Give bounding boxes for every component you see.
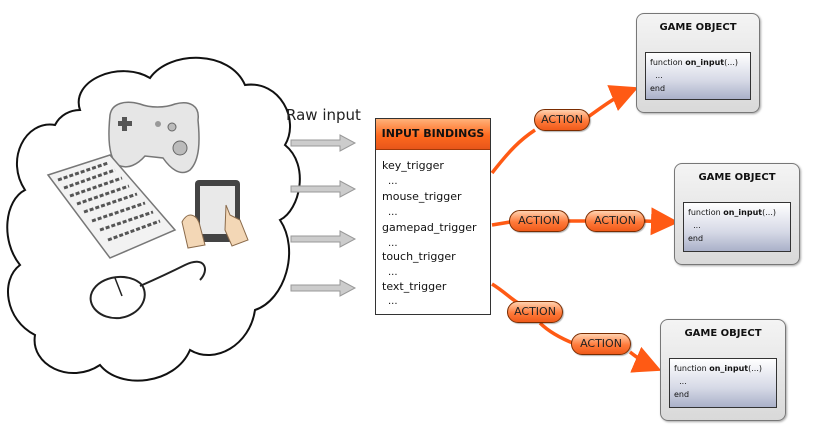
code-end: end bbox=[650, 84, 666, 93]
gamepad-icon bbox=[108, 101, 200, 174]
code-keyword: function bbox=[688, 208, 724, 217]
code-body: ... bbox=[655, 71, 663, 80]
raw-input-label: Raw input bbox=[286, 106, 361, 124]
trigger-ellipsis: ... bbox=[388, 238, 398, 249]
tablet-icon bbox=[181, 180, 249, 249]
trigger-ellipsis: ... bbox=[388, 267, 398, 278]
action-pill: ACTION bbox=[507, 301, 563, 323]
game-object-title: GAME OBJECT bbox=[684, 328, 762, 339]
game-object-3: GAME OBJECT function on_input(...) ... e… bbox=[660, 319, 786, 421]
code-end: end bbox=[688, 234, 704, 243]
input-bindings-box: INPUT BINDINGS key_trigger ... mouse_tri… bbox=[375, 118, 491, 315]
keyboard-icon bbox=[46, 154, 177, 259]
action-pill: ACTION bbox=[585, 210, 645, 232]
code-end: end bbox=[674, 390, 690, 399]
game-object-2: GAME OBJECT function on_input(...) ... e… bbox=[674, 163, 800, 265]
code-function-name: on_input bbox=[723, 208, 763, 217]
code-keyword: function bbox=[650, 58, 686, 67]
key-trigger: key_trigger bbox=[382, 159, 444, 172]
game-object-title: GAME OBJECT bbox=[659, 22, 737, 33]
text-trigger: text_trigger bbox=[382, 280, 447, 293]
gamepad-trigger: gamepad_trigger bbox=[382, 221, 477, 234]
action-pill: ACTION bbox=[509, 210, 569, 232]
input-bindings-title: INPUT BINDINGS bbox=[376, 119, 490, 150]
mouse-trigger: mouse_trigger bbox=[382, 190, 462, 203]
game-object-1: GAME OBJECT function on_input(...) ... e… bbox=[636, 13, 760, 113]
game-object-code: function on_input(...) ... end bbox=[645, 52, 751, 100]
trigger-ellipsis: ... bbox=[388, 296, 398, 307]
trigger-ellipsis: ... bbox=[388, 176, 398, 187]
code-args: (...) bbox=[724, 58, 738, 67]
action-pill: ACTION bbox=[534, 109, 590, 131]
game-object-code: function on_input(...) ... end bbox=[669, 358, 777, 408]
code-body: ... bbox=[693, 221, 701, 230]
code-keyword: function bbox=[674, 364, 710, 373]
action-pill: ACTION bbox=[571, 333, 631, 355]
code-function-name: on_input bbox=[685, 58, 725, 67]
touch-trigger: touch_trigger bbox=[382, 250, 456, 263]
code-body: ... bbox=[679, 377, 687, 386]
code-function-name: on_input bbox=[709, 364, 749, 373]
raw-input-arrows bbox=[290, 134, 357, 297]
mouse-icon bbox=[89, 260, 206, 320]
game-object-title: GAME OBJECT bbox=[698, 172, 776, 183]
trigger-ellipsis: ... bbox=[388, 207, 398, 218]
code-args: (...) bbox=[748, 364, 762, 373]
game-object-code: function on_input(...) ... end bbox=[683, 202, 791, 252]
code-args: (...) bbox=[762, 208, 776, 217]
